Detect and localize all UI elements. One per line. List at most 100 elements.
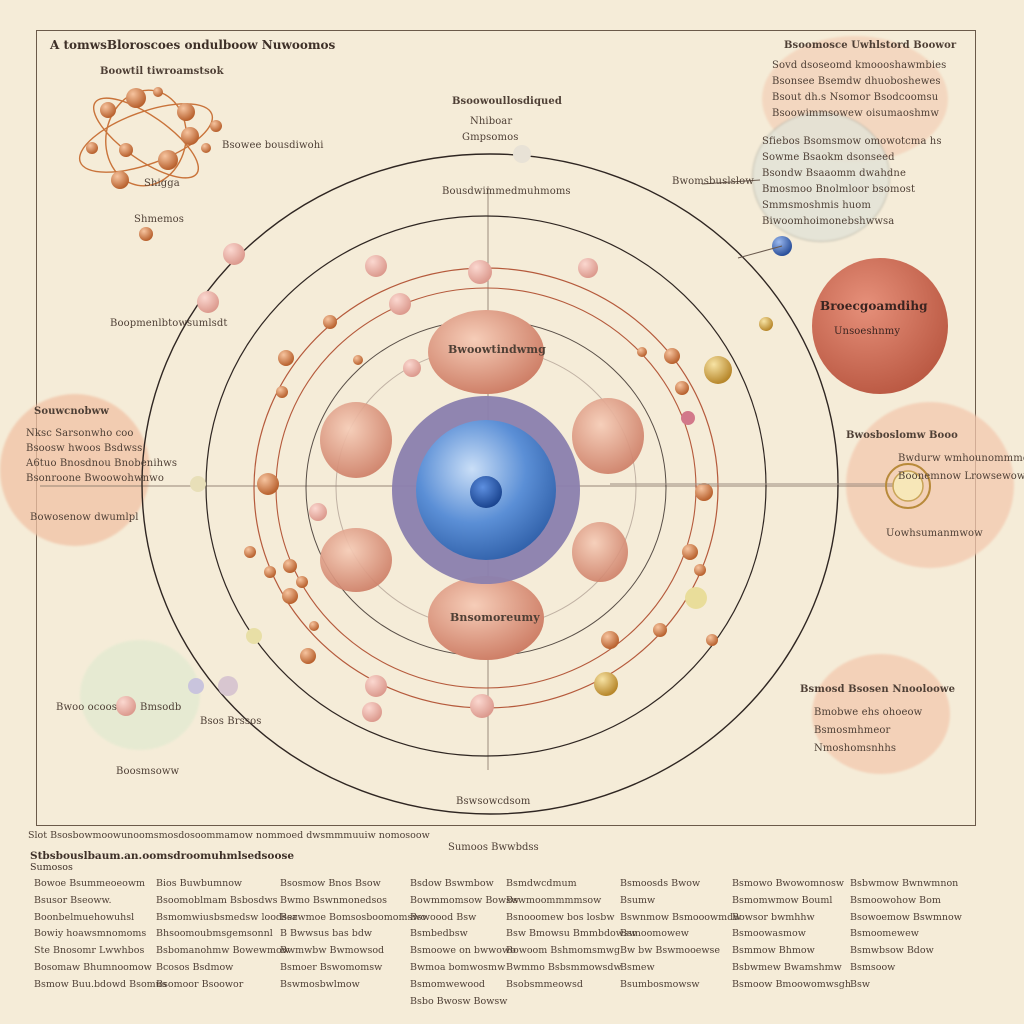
lobe-lower-left — [320, 528, 392, 592]
legend-item: Bhsoomoubmsgemsonnl — [156, 928, 273, 940]
top-center-label-1: Bsoowoullosdiqued — [452, 96, 562, 107]
left-panel-line: Bsoosw hwoos Bsdwss — [26, 443, 143, 454]
nucleus-core — [470, 476, 502, 508]
top-right-line: Bsonsee Bsemdw dhuoboshewes — [772, 76, 941, 87]
legend-item: Bsusor Bseoww. — [34, 894, 112, 906]
bottom-center-label: Bswsowcdsom — [456, 796, 531, 807]
legend-item: Bios Buwbumnow — [156, 878, 243, 889]
legend-item: Bsumw — [620, 894, 656, 906]
lobe-top — [428, 310, 544, 394]
lobe-upper-right — [572, 398, 644, 474]
right-pointer-label: Bwomsbuslslow — [672, 176, 754, 187]
orbit-beads — [244, 315, 718, 664]
legend-item: Bsmoosds Bwow — [620, 878, 701, 889]
lower-right-line: Bsmosmhmeor — [814, 725, 891, 736]
legend-item: Bw bw Bswmooewse — [620, 945, 721, 957]
legend-item: Bsmomwmow Bouml — [732, 894, 833, 906]
left-panel-line: Nksc Sarsonwho coo — [26, 428, 134, 439]
lower-right-head: Bsmosd Bsosen Nnooloowe — [800, 684, 956, 695]
right-panel-lines: Bwdurw wmhounommmommolkw Boonemnow Lrows… — [898, 450, 1024, 486]
legend-item: Bsmwbsow Bdow — [850, 945, 934, 957]
bubble-line: Sowme Bsaokm dsonseed — [762, 152, 895, 163]
bubble-line: Sfiebos Bsomsmow omowotcma hs — [762, 136, 942, 147]
legend-subheading: Sumosos — [30, 862, 73, 873]
legend-heading: Stbsbouslbaum.an.oomsdroomuhmlsedsoose — [30, 850, 295, 862]
legend-item: Bowsor bwmhhw — [732, 911, 815, 923]
top-right-line: Bsout dh.s Nsomor Bsodcoomsu — [772, 92, 939, 103]
bottom-caption: Sumoos Bwwbdss — [448, 842, 539, 853]
left-panel-line: A6tuo Bnosdnou Bnobenihws — [26, 458, 178, 469]
legend-item: Bsbo Bwosw Bowsw — [410, 995, 508, 1007]
top-center-label-3: Gmpsomos — [462, 132, 519, 143]
legend-item: Bwmwbw Bwmowsod — [280, 945, 385, 957]
diagram-title: A tomwsBloroscoes ondulboow Nuwoomos — [50, 38, 336, 52]
legend-item: Bsoomoblmam Bsbosdws — [156, 894, 278, 906]
lower-left-label-3: Bsos Brssos — [200, 716, 262, 727]
lower-left-label-4: Boosmsoww — [116, 766, 180, 777]
legend-item: Bswmosbwlmow — [280, 978, 360, 990]
legend-item: Bsmomwewood — [410, 978, 485, 990]
legend-item: Bsmbedbsw — [410, 928, 468, 940]
ring-marker — [885, 463, 931, 509]
legend-item: Bsowoemow Bswmnow — [850, 911, 962, 923]
lower-right-lines: Bmobwe ehs ohoeow Bsmosmhmeor Nmoshomsnh… — [814, 704, 922, 758]
pink-beads — [116, 227, 598, 722]
top-right-header: Bsoomosce Uwhlstord Boowor — [784, 40, 957, 51]
legend-item: Bsbomanohmw Bowewmow — [156, 945, 290, 957]
bottom-strip: Slot Bsosbowmoowunoomsmosdosoommamow nom… — [28, 830, 430, 841]
right-panel-foot: Uowhsumanmwow — [886, 528, 983, 539]
legend-item: Bsw — [850, 978, 870, 990]
legend-item: Bswmoommmmsow — [506, 894, 602, 906]
large-sphere-label-1: Broecgoamdihg — [820, 299, 928, 313]
legend-item: Bsw Bmowsu Bmmbdowsw — [506, 928, 637, 940]
legend-item: Bsumbosmowsw — [620, 978, 700, 990]
second-ring — [205, 215, 767, 757]
legend-item: Bswnmow Bsmooowmdw — [620, 911, 742, 923]
legend-item: Bwmo Bswnmonedsos — [280, 894, 387, 906]
right-panel-head: Bwosboslomw Booo — [846, 430, 958, 441]
right-grey-bubble — [752, 112, 890, 242]
legend-item: Bowoe Bsummeoeowm — [34, 878, 146, 889]
legend-item: Bosomaw Bhumnoomow — [34, 961, 152, 973]
upper-ring-label: Bousdwimmedmuhmoms — [442, 186, 571, 197]
legend-item: Bowiy hoawsmnomoms — [34, 928, 147, 940]
large-sphere-label-2: Unsoeshnmy — [834, 326, 901, 337]
grey-bead — [513, 145, 531, 163]
lower-left-label-2: Bmsodb — [140, 702, 182, 713]
legend-item: Bsmow Buu.bdowd Bsomus — [34, 978, 167, 990]
legend-item: Bsobsmmeowsd — [506, 978, 583, 990]
lobe-upper-left — [320, 402, 392, 478]
left-peach-panel — [0, 394, 150, 546]
left-mid-label: Boopmenlbtowsumlsdt — [110, 318, 228, 329]
lower-left-label-1: Bwoo ocoos — [56, 702, 117, 713]
molecule-label: Boowtil tiwroamstsok — [100, 66, 224, 77]
left-panel-lines: Nksc Sarsonwho coo Bsoosw hwoos Bsdwss A… — [26, 426, 177, 486]
gold-beads — [190, 317, 773, 696]
legend-item: Bsdow Bswmbow — [410, 878, 494, 889]
legend-item: Bsawmoe Bomsosboomomswo — [280, 911, 427, 923]
top-right-line: Sovd dsoseomd kmoooshawmbies — [772, 60, 947, 71]
legend-item: Bsmoow Bmoowomwsgh — [732, 978, 851, 990]
molecule-under-label: Shigga — [144, 178, 180, 189]
top-lobe-label: Bwoowtindwmg — [448, 343, 546, 356]
legend-item: Boonbelmuehowuhsl — [34, 911, 135, 923]
legend-item: Bsomoor Bsoowor — [156, 978, 244, 990]
legend-item: Bwmoa bomwosmw — [410, 961, 506, 973]
legend-item: Bsmomwiusbsmedsw loodser — [156, 911, 298, 923]
right-panel-line: Bwdurw wmhounommmommolkw — [898, 453, 1024, 464]
bubble-line: Biwoomhoimonebshwwsa — [762, 216, 895, 227]
legend-item: Bsosmow Bnos Bsow — [280, 878, 381, 889]
legend-item: Bsmew — [620, 961, 655, 973]
top-center-label-2: Nhiboar — [470, 116, 513, 127]
legend-item: Ste Bnosomr Lwwhbos — [34, 945, 145, 957]
legend: Stbsbouslbaum.an.oomsdroomuhmlsedsoose S… — [28, 850, 988, 1010]
legend-item: Bcosos Bsdmow — [156, 961, 234, 973]
lobe-lower-right — [572, 522, 628, 582]
legend-item: Bsbwmew Bwamshmw — [732, 961, 842, 973]
left-panel-foot: Bowosenow dwumlpl — [30, 512, 139, 523]
